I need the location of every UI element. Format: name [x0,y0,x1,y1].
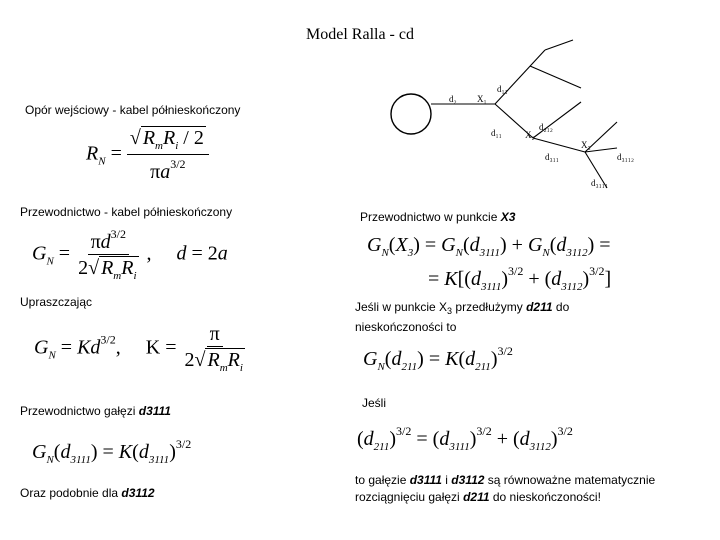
diagram-label: X₁ [477,94,487,104]
diagram-label: d₃₁₁ [545,152,559,162]
branch-upper [494,49,546,105]
diagram-label: d₁₁ [491,128,502,138]
dendrite-tree-diagram: d₁₁ d₂ X₁ d₁₁ X₂ d₂₁₂ X₃ d₃₁₁ d₃₁₁₂ d₃₁₁… [390,39,634,189]
diagram-label: d₂₁₂ [539,122,553,132]
slide-title: Model Ralla - cd [306,26,414,43]
branch-lower-right [532,101,582,139]
diagram-label: d₃₁₁₂ [617,152,634,162]
branch-x3-up [584,121,618,153]
branch-conductance-label: Przewodnictwo gałęzi d3111 [20,404,171,418]
diagram-label: X₃ [581,140,591,150]
conductance-label: Przewodnictwo - kabel półnieskończony [20,205,233,219]
diagram-label: d₂ [449,94,457,104]
similarly-label: Oraz podobnie dla d3112 [20,486,155,500]
extension-condition-text: Jeśli w punkcie X3 przedłużymy d211 do n… [355,300,570,334]
equation-conductance: GN = πd3/2 2√RmRi , d = 2a [32,227,228,282]
equation-extended-d211: GN(d211) = K(d211)3/2 [363,344,513,373]
diagram-label: d₃₁₁₁ [591,178,608,188]
if-label: Jeśli [362,396,387,410]
branch-x3-down [584,151,608,189]
branch-lower-down [532,137,586,153]
equation-point-x3-line2: = K[(d3111)3/2 + (d3112)3/2] [428,264,612,293]
branch-x3-right [584,147,618,153]
equation-branch-d3111: GN(d3111) = K(d3111)3/2 [32,437,192,466]
equation-point-x3-line1: GN(X3) = GN(d3111) + GN(d3112) = [367,234,611,259]
point-conductance-label: Przewodnictwo w punkcie X3 [360,210,516,224]
conclusion-text: to gałęzie d3111 i d3112 są równoważne m… [355,473,656,504]
simplifying-label: Upraszczając [20,295,93,309]
diagram-label: X₂ [525,130,535,140]
branch-lower [494,103,534,139]
equation-equivalence: (d211)3/2 = (d3111)3/2 + (d3112)3/2 [357,424,573,453]
input-resistance-label: Opór wejściowy - kabel półnieskończony [25,103,241,117]
equation-simplified: GN = Kd3/2, K = π 2√RmRi [34,323,245,374]
branch-upper-tip [544,39,574,51]
equation-input-resistance: RN = √RmRi / 2 πa3/2 [86,126,209,182]
diagram-label: d₁₁ [497,84,508,94]
soma-circle [390,93,432,135]
branch-upper-side [529,65,582,89]
